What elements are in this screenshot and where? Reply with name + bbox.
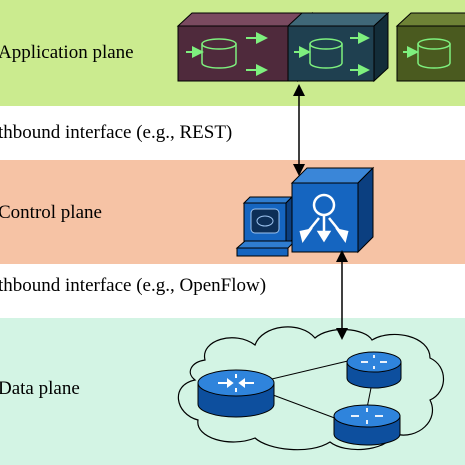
control-plane-band (0, 160, 465, 264)
arrow-icon (186, 32, 268, 76)
network-cloud-icon (177, 326, 444, 451)
sdn-controller-icon (290, 166, 375, 254)
database-icon (417, 38, 451, 69)
database-icon (309, 38, 343, 69)
router-icon (333, 404, 401, 446)
arrow-icon (294, 32, 370, 76)
app-box-3 (395, 12, 465, 82)
control-plane-label: Control plane (0, 202, 102, 223)
northbound-interface-band (0, 106, 465, 160)
southbound-interface-band (0, 264, 465, 318)
router-icon (346, 351, 402, 389)
northbound-interface-label: thbound interface (e.g., REST) (0, 122, 233, 143)
southbound-interface-label: thbound interface (e.g., OpenFlow) (0, 275, 267, 296)
computer-workstation-icon (235, 195, 297, 257)
data-plane-label: Data plane (0, 378, 80, 399)
app-box-2 (286, 11, 390, 83)
application-plane-label: Application plane (0, 42, 134, 63)
router-icon (197, 369, 275, 418)
database-icon (201, 38, 237, 69)
